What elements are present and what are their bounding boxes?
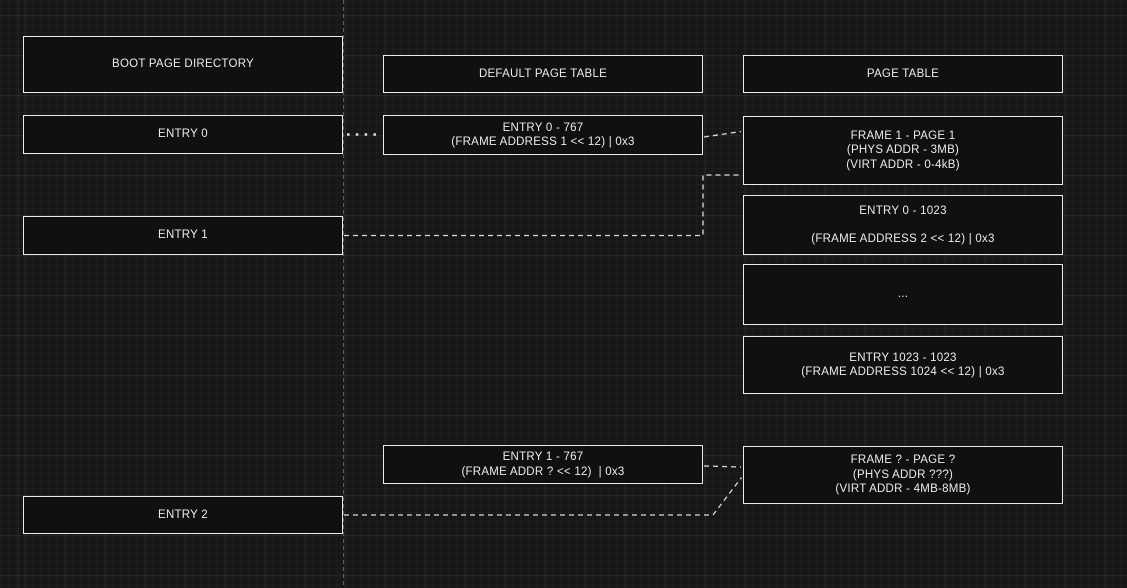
- box-label-line: (FRAME ADDRESS 1 << 12) | 0x3: [451, 136, 635, 148]
- connector-entry2-to-frameq[interactable]: [344, 477, 743, 516]
- page-table-frame-1[interactable]: FRAME 1 - PAGE 1 (PHYS ADDR - 3MB) (VIRT…: [743, 116, 1063, 185]
- box-label-line: ENTRY 1 - 767: [502, 451, 584, 463]
- box-label-line: (FRAME ADDRESS 2 << 12) | 0x3: [811, 232, 995, 245]
- connector-dpt-entry1-to-frameq[interactable]: [703, 465, 742, 468]
- page-table-header[interactable]: PAGE TABLE: [743, 55, 1063, 93]
- default-page-table-entry-0[interactable]: ENTRY 0 - 767 (FRAME ADDRESS 1 << 12) | …: [383, 115, 703, 155]
- box-label-line: (VIRT ADDR - 0-4kB): [846, 158, 960, 171]
- box-label: DEFAULT PAGE TABLE: [478, 67, 608, 80]
- boot-entry-2[interactable]: ENTRY 2: [23, 496, 343, 534]
- page-table-ellipsis[interactable]: ...: [743, 264, 1063, 325]
- boot-page-directory-header[interactable]: BOOT PAGE DIRECTORY: [23, 36, 343, 93]
- page-table-entry-1023[interactable]: ENTRY 1023 - 1023 (FRAME ADDRESS 1024 <<…: [743, 336, 1063, 394]
- page-table-frame-q[interactable]: FRAME ? - PAGE ? (PHYS ADDR ???) (VIRT A…: [743, 446, 1063, 504]
- page-table-entry-0[interactable]: ENTRY 0 - 1023 (FRAME ADDRESS 2 << 12) |…: [743, 195, 1063, 255]
- box-label-line: (VIRT ADDR - 4MB-8MB): [835, 483, 971, 496]
- boot-entry-1[interactable]: ENTRY 1: [23, 216, 343, 255]
- box-label-line: (PHYS ADDR - 3MB): [846, 144, 960, 157]
- default-page-table-header[interactable]: DEFAULT PAGE TABLE: [383, 55, 703, 93]
- box-label-line: ENTRY 0 - 1023: [859, 205, 947, 217]
- default-page-table-entry-1[interactable]: ENTRY 1 - 767 (FRAME ADDR ? << 12) | 0x3: [383, 445, 703, 484]
- box-label: ...: [897, 288, 909, 301]
- box-label: ENTRY 1: [158, 229, 208, 242]
- boot-entry-0[interactable]: ENTRY 0: [23, 115, 343, 154]
- box-label: BOOT PAGE DIRECTORY: [112, 58, 254, 71]
- box-label-line: (FRAME ADDRESS 1024 << 12) | 0x3: [801, 366, 1005, 378]
- box-label-line: (PHYS ADDR ???): [852, 468, 954, 481]
- box-label-line: (FRAME ADDR ? << 12) | 0x3: [461, 465, 625, 478]
- box-label-line: ENTRY 0 - 767: [502, 121, 584, 134]
- box-label: ENTRY 0: [158, 128, 208, 141]
- box-label: PAGE TABLE: [866, 67, 940, 80]
- box-label-line: FRAME ? - PAGE ?: [850, 454, 956, 467]
- connector-entry1-to-page-table[interactable]: [344, 174, 742, 237]
- box-label-line: FRAME 1 - PAGE 1: [850, 129, 956, 142]
- box-label: ENTRY 2: [158, 508, 208, 521]
- connector-dpt-entry0-to-frame1[interactable]: [703, 130, 742, 138]
- box-label-line: ENTRY 1023 - 1023: [849, 351, 957, 364]
